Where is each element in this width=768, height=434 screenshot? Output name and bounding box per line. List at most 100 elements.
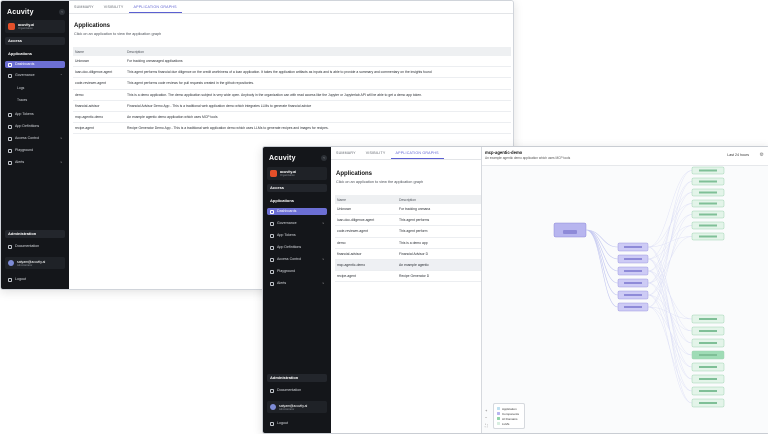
tab-summary[interactable]: SUMMARY xyxy=(336,151,356,155)
tab-visibility[interactable]: VISIBILITY xyxy=(103,5,124,9)
component-node-label xyxy=(624,306,642,308)
nav-app-definitions[interactable]: App Definitions xyxy=(267,244,327,251)
definitions-icon xyxy=(270,245,274,250)
dashboard-icon xyxy=(270,209,274,214)
collapse-sidebar-button[interactable]: ‹ xyxy=(59,9,65,15)
shield-icon xyxy=(270,257,274,262)
nav-app-tokens[interactable]: App Tokens xyxy=(267,232,327,239)
access-section[interactable]: Access xyxy=(267,184,327,192)
nav-documentation[interactable]: Documentation xyxy=(267,387,327,394)
nav-traces[interactable]: Traces xyxy=(17,98,28,102)
collapse-sidebar-button[interactable]: ‹ xyxy=(321,155,327,161)
llm-node-label xyxy=(699,330,717,332)
info-icon xyxy=(8,244,12,249)
graph-edge xyxy=(647,170,693,248)
legend-item: Components xyxy=(497,411,521,416)
graph-edge xyxy=(647,306,693,320)
nav-documentation[interactable]: Documentation xyxy=(5,243,65,250)
graph-subtitle: An example agentic demo application whic… xyxy=(485,156,571,160)
page-subtitle: Click on an application to view the appl… xyxy=(336,180,424,184)
user-menu[interactable]: satyam@acuvity.ai Administrator xyxy=(267,401,327,413)
llm-node-label xyxy=(699,366,717,368)
token-icon xyxy=(8,112,12,117)
tab-visibility[interactable]: VISIBILITY xyxy=(365,151,386,155)
nav-logout[interactable]: Logout xyxy=(5,276,65,283)
llm-node-label xyxy=(699,169,717,172)
org-switcher[interactable]: acuvity.ai Organization xyxy=(267,167,327,180)
tab-application-graphs[interactable]: APPLICATION GRAPHS xyxy=(128,1,182,13)
table-header: Name Description xyxy=(335,195,481,204)
page-subtitle: Click on an application to view the appl… xyxy=(74,32,162,36)
tab-summary[interactable]: SUMMARY xyxy=(74,5,94,9)
application-graph[interactable] xyxy=(482,165,768,433)
org-subtitle: Organization xyxy=(280,174,295,177)
nav-app-definitions[interactable]: App Definitions xyxy=(5,123,65,130)
tab-application-graphs[interactable]: APPLICATION GRAPHS xyxy=(390,147,444,159)
graph-header: mcp-agentic-demo An example agentic demo… xyxy=(482,147,768,166)
component-node-label xyxy=(624,246,642,248)
avatar xyxy=(270,404,276,410)
administration-section[interactable]: Administration xyxy=(5,230,65,238)
column-header-name: Name xyxy=(73,47,125,56)
gear-icon[interactable]: ⚙ xyxy=(759,152,764,158)
nav-dashboards[interactable]: Dashboards xyxy=(267,208,327,215)
llm-node-label xyxy=(699,354,717,356)
graph-edge xyxy=(585,229,619,308)
user-menu[interactable]: satyam@acuvity.ai Administrator xyxy=(5,257,65,269)
administration-section[interactable]: Administration xyxy=(267,374,327,382)
org-name: acuvity.ai xyxy=(18,23,35,27)
user-role: Administrator xyxy=(17,263,33,267)
llm-node-label xyxy=(699,191,717,194)
legend-swatch xyxy=(497,417,500,420)
legend-item: Application xyxy=(497,406,521,411)
brand-logo: Acuvity xyxy=(269,154,296,162)
column-header-description: Description xyxy=(397,195,481,204)
zoom-out-icon[interactable]: − xyxy=(485,415,488,420)
nav-dashboards[interactable]: Dashboards xyxy=(5,61,65,68)
graph-edge xyxy=(647,181,693,308)
sidebar: Acuvity ‹ acuvity.ai Organization Access… xyxy=(1,1,69,289)
nav-logout[interactable]: Logout xyxy=(267,420,327,427)
application-graph-panel: mcp-agentic-demo An example agentic demo… xyxy=(481,147,768,433)
logout-icon xyxy=(270,421,274,426)
nav-governance[interactable]: Governance^ xyxy=(5,72,65,79)
access-section[interactable]: Access xyxy=(5,37,65,45)
nav-logs[interactable]: Logs xyxy=(17,86,25,90)
legend-swatch xyxy=(497,412,500,415)
zoom-in-icon[interactable]: + xyxy=(485,408,488,413)
chevron-down-icon: v xyxy=(322,221,325,225)
nav-app-tokens[interactable]: App Tokens xyxy=(5,111,65,118)
user-email: satyam@acuvity.ai xyxy=(17,259,46,264)
org-switcher[interactable]: acuvity.ai Organization xyxy=(5,20,65,33)
legend-swatch xyxy=(497,422,500,425)
logo-row: Acuvity ‹ xyxy=(7,7,65,17)
graph-legend: Application Components AI Domains LLMs xyxy=(493,403,525,429)
fit-view-icon[interactable]: ⛶ xyxy=(485,423,488,428)
graph-edge xyxy=(647,306,693,392)
org-name: acuvity.ai xyxy=(280,170,297,174)
nav-playground[interactable]: Playground xyxy=(5,147,65,154)
dashboard-icon xyxy=(8,62,12,67)
nav-playground[interactable]: Playground xyxy=(267,268,327,275)
time-range-select[interactable]: Last 24 hours xyxy=(727,153,749,157)
logo-row: Acuvity ‹ xyxy=(269,153,327,163)
